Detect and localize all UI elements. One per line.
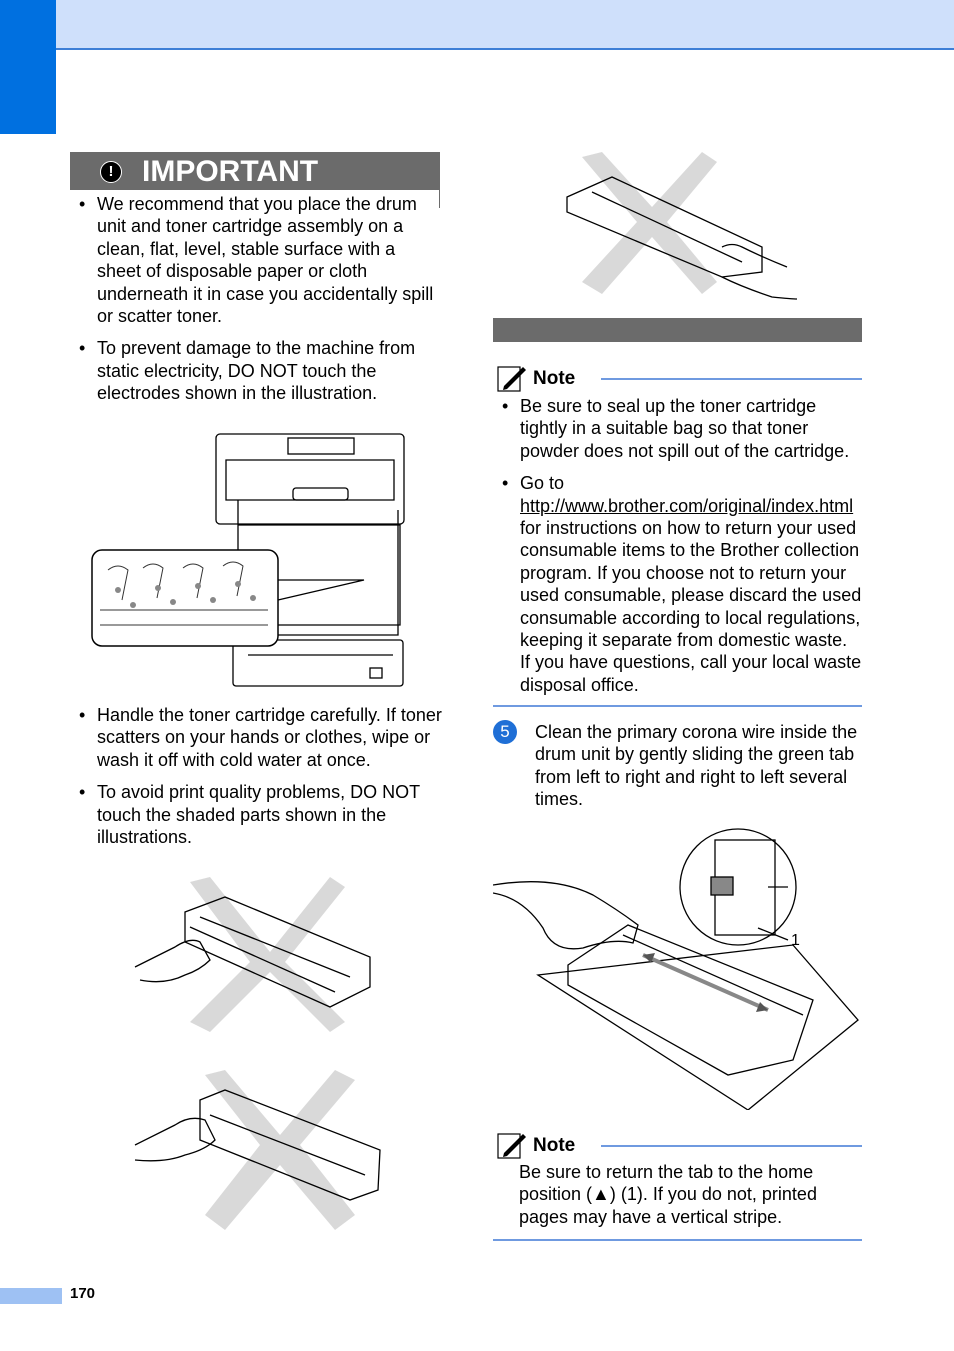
callout-number: 1	[791, 932, 800, 949]
note-bullet: Be sure to seal up the toner cartridge t…	[493, 395, 862, 462]
note-text: Be sure to return the tab to the home po…	[519, 1162, 817, 1227]
note-pencil-icon	[497, 1133, 526, 1159]
printer-electrodes-illustration	[91, 433, 405, 687]
brother-return-link[interactable]: http://www.brother.com/original/index.ht…	[520, 495, 854, 516]
note-header-2: Note	[497, 1131, 862, 1159]
corona-wire-cleaning-illustration: 1	[493, 828, 859, 1110]
note-end-rule	[493, 705, 862, 707]
note-bullet-prefix: Go to	[520, 473, 565, 494]
important-bullet: Handle the toner cartridge carefully. If…	[70, 704, 444, 771]
page-number: 170	[70, 1285, 96, 1302]
step-number: 5	[493, 720, 517, 744]
important-title: IMPORTANT	[142, 155, 319, 188]
note-rule	[601, 1145, 862, 1147]
section-divider-bar	[493, 318, 862, 342]
note-end-rule	[493, 1239, 862, 1241]
drum-unit-do-not-touch-illustration	[134, 1070, 381, 1230]
important-bullet: We recommend that you place the drum uni…	[70, 193, 442, 327]
header-bar	[0, 0, 954, 50]
important-list-bottom: Handle the toner cartridge carefully. If…	[70, 704, 444, 858]
note-label: Note	[533, 368, 576, 389]
note-rule	[601, 378, 862, 380]
important-bullet: To avoid print quality problems, DO NOT …	[70, 781, 444, 848]
exclamation-icon: !	[100, 161, 122, 183]
important-list-top: We recommend that you place the drum uni…	[70, 193, 442, 415]
note-bullet: Go to http://www.brother.com/original/in…	[493, 472, 862, 696]
chapter-tab	[0, 0, 56, 134]
note-bullet-suffix: for instructions on how to return your u…	[520, 518, 862, 695]
important-rule	[439, 152, 440, 208]
step-text: Clean the primary corona wire inside the…	[535, 722, 858, 810]
note-label: Note	[533, 1135, 576, 1156]
note-pencil-icon	[497, 366, 526, 392]
note-header: Note	[497, 364, 862, 392]
page-number-tab	[0, 1288, 62, 1304]
drum-unit-top-do-not-touch-illustration	[566, 152, 798, 300]
important-header: ! IMPORTANT	[70, 152, 440, 190]
important-bullet: To prevent damage to the machine from st…	[70, 337, 442, 404]
note-list: Be sure to seal up the toner cartridge t…	[493, 395, 862, 706]
toner-cartridge-do-not-touch-illustration	[134, 877, 371, 1032]
